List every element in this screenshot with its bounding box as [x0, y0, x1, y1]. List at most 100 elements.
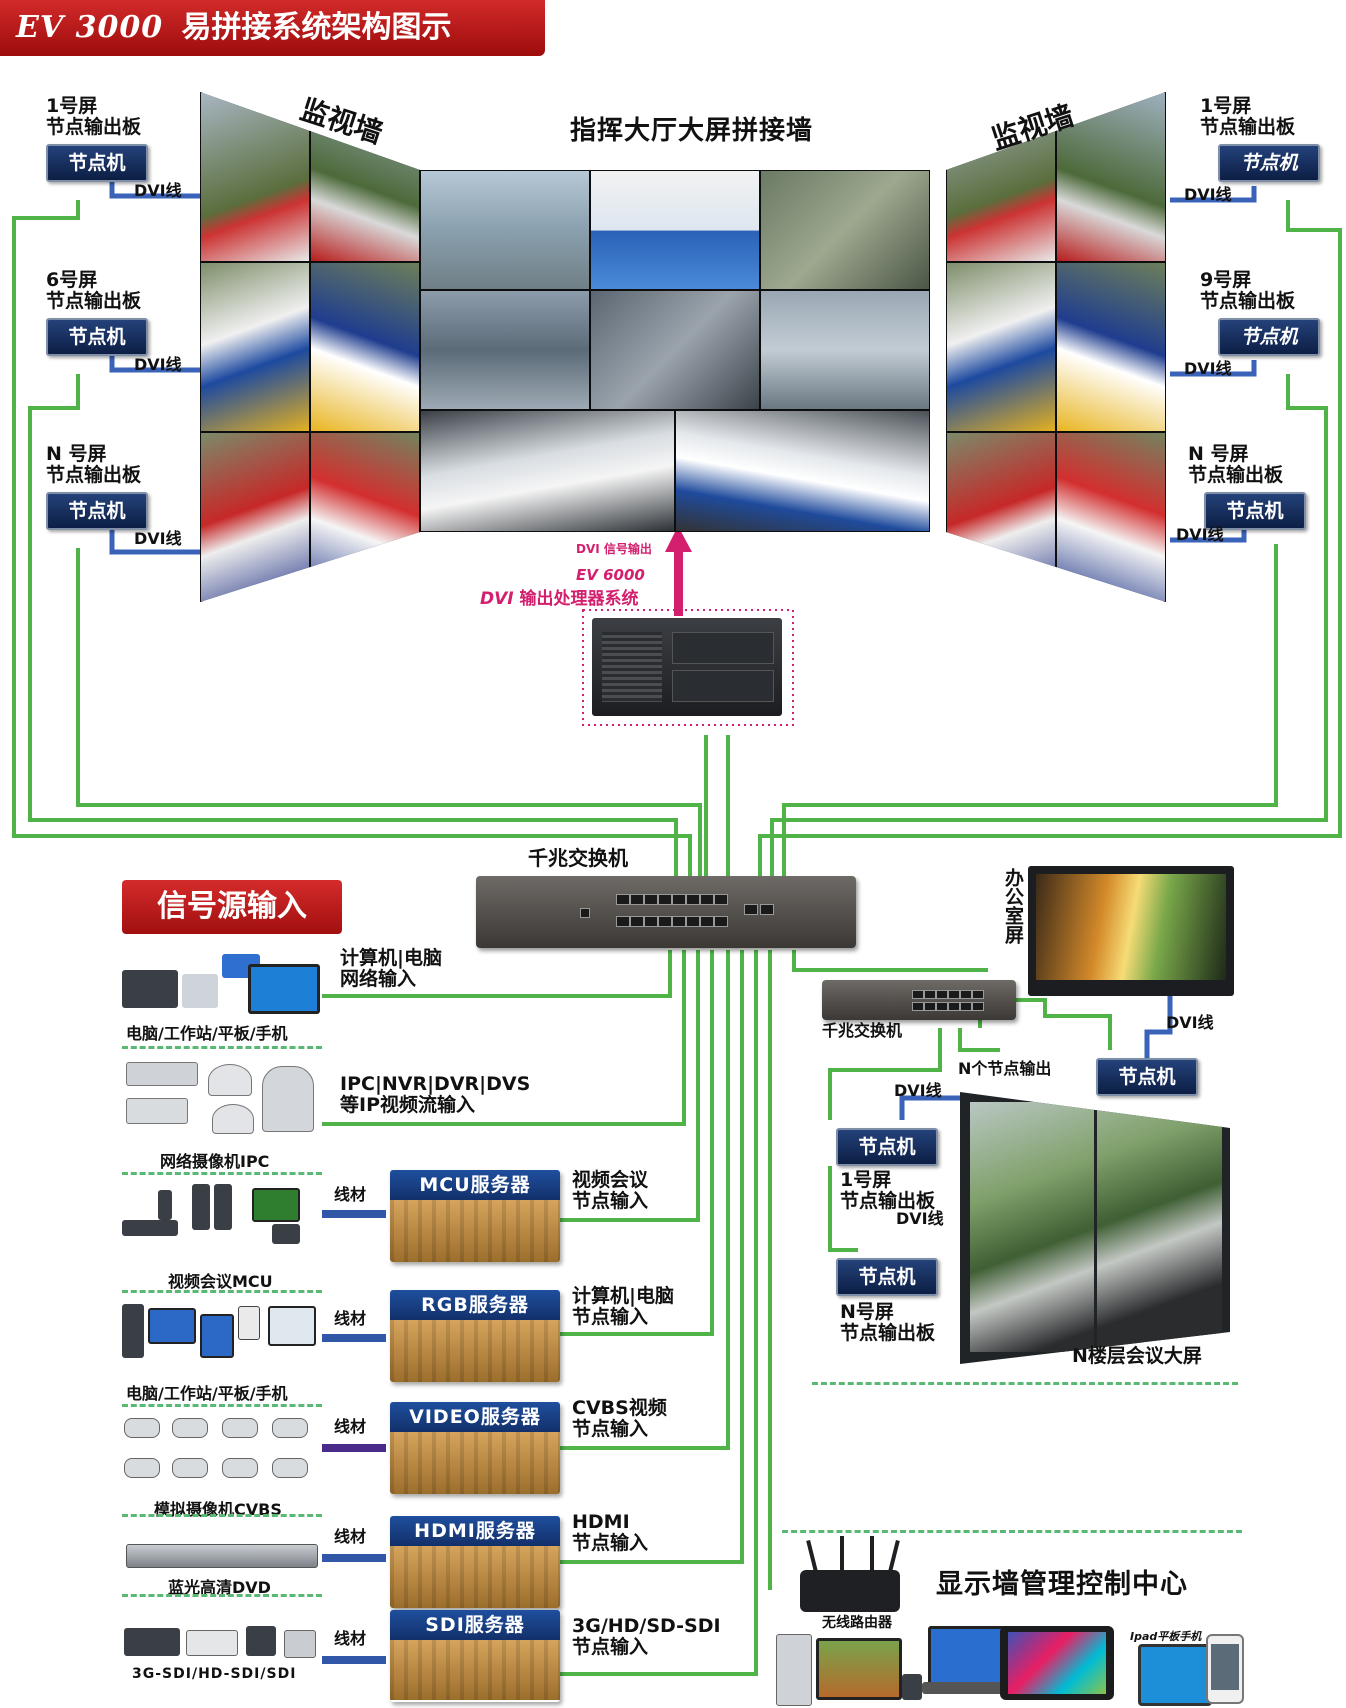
- right-node-3-cable: DVI线: [1176, 526, 1224, 544]
- floor-meeting-wall: [960, 1092, 1230, 1364]
- divider-5: [122, 1514, 322, 1517]
- mcu-input: 视频会议 节点输入: [572, 1170, 648, 1212]
- main-switch-label: 千兆交换机: [528, 848, 628, 869]
- video-cable: [322, 1444, 386, 1452]
- wire-src-9: [794, 950, 988, 970]
- processor-prefix: DVI: [480, 589, 514, 609]
- video-input-2: 节点输入: [572, 1419, 667, 1440]
- office-screen: [1028, 866, 1234, 996]
- rgb-cable-label: 线材: [334, 1310, 366, 1328]
- left-node-1-board: 节点输出板: [46, 117, 148, 138]
- sdi-devices: [122, 1622, 322, 1662]
- hdmi-input-1: HDMI: [572, 1512, 648, 1533]
- mcu-caption: 视频会议MCU: [168, 1268, 273, 1292]
- sub-switch-label: 千兆交换机: [822, 1022, 902, 1040]
- right-node-2-cable: DVI线: [1184, 360, 1232, 378]
- left-node-2-cable: DVI线: [134, 356, 182, 374]
- divider-floor: [812, 1382, 1238, 1385]
- right-node-1-cable: DVI线: [1184, 186, 1232, 204]
- right-node-2-board: 节点输出板: [1200, 291, 1320, 312]
- right-node-2-screen: 9号屏: [1200, 270, 1320, 291]
- source-computers-input: 计算机|电脑 网络输入: [340, 948, 442, 990]
- source-computers-devices: [122, 950, 322, 1014]
- rgb-input: 计算机|电脑 节点输入: [572, 1286, 674, 1328]
- floor-node-n-screen: N号屏: [840, 1302, 935, 1323]
- source-computers-input-1: 计算机|电脑: [340, 948, 442, 969]
- floor-node-n: 节点机: [836, 1258, 938, 1296]
- title-model: EV 3000: [16, 10, 163, 45]
- mcu-server-name: MCU服务器: [390, 1170, 560, 1200]
- right-node-1-board: 节点输出板: [1200, 117, 1320, 138]
- hdmi-server: HDMI服务器: [390, 1516, 560, 1608]
- right-node-1-box: 节点机: [1218, 144, 1320, 182]
- right-node-3-board: 节点输出板: [1188, 465, 1306, 486]
- video-input-1: CVBS视频: [572, 1398, 667, 1419]
- tablet-device: [1000, 1626, 1114, 1700]
- hdmi-server-name: HDMI服务器: [390, 1516, 560, 1546]
- processor-model: EV 6000: [576, 566, 645, 584]
- floor-wall-label: N楼层会议大屏: [1072, 1346, 1202, 1367]
- sdi-server: SDI服务器: [390, 1610, 560, 1702]
- main-wall-title: 指挥大厅大屏拼接墙: [570, 110, 813, 147]
- wire-src-4: [560, 950, 712, 1334]
- office-cable-label: DVI线: [1166, 1014, 1214, 1032]
- hdmi-input-2: 节点输入: [572, 1533, 648, 1554]
- video-input: CVBS视频 节点输入: [572, 1398, 667, 1440]
- mcu-cable-label: 线材: [334, 1186, 366, 1204]
- cvbs-devices: [122, 1414, 322, 1494]
- rgb-input-1: 计算机|电脑: [572, 1286, 674, 1307]
- video-cable-label: 线材: [334, 1418, 366, 1436]
- hdmi-cable-label: 线材: [334, 1528, 366, 1546]
- divider-2: [122, 1172, 322, 1175]
- source-computers-caption: 电脑/工作站/平板/手机: [126, 1020, 288, 1044]
- n-node-output-label: N个节点输出: [958, 1060, 1051, 1078]
- rgb-caption: 电脑/工作站/平板/手机: [126, 1380, 288, 1404]
- floor-node-1-screen: 1号屏: [840, 1170, 935, 1191]
- output-arrow: [665, 526, 692, 616]
- rgb-cable: [322, 1334, 386, 1342]
- left-node-2-screen: 6号屏: [46, 270, 148, 291]
- source-ipc-input-2: 等IP视频流输入: [340, 1095, 530, 1116]
- wire-src-6: [560, 950, 742, 1562]
- left-node-3-board: 节点输出板: [46, 465, 148, 486]
- floor-node-1-labels: 1号屏 节点输出板: [840, 1170, 935, 1212]
- left-node-1-box: 节点机: [46, 144, 148, 182]
- signal-source-banner: 信号源输入: [122, 880, 342, 934]
- sdi-caption: 3G-SDI/HD-SDI/SDI: [132, 1666, 296, 1682]
- rgb-server: RGB服务器: [390, 1290, 560, 1382]
- rgb-devices: [122, 1304, 322, 1364]
- router-label: 无线路由器: [822, 1612, 892, 1632]
- main-command-wall: [420, 170, 930, 532]
- wire-sub-1: [830, 1028, 940, 1120]
- sub-switch: [822, 980, 1016, 1020]
- dvi-floor-1: [902, 1098, 960, 1120]
- video-server: VIDEO服务器: [390, 1402, 560, 1494]
- left-node-1: 1号屏 节点输出板 节点机: [46, 96, 148, 182]
- right-node-1-screen: 1号屏: [1200, 96, 1320, 117]
- title-text: 易拼接系统架构图示: [182, 10, 452, 45]
- ipad-label: Ipad平板手机: [1130, 1628, 1201, 1644]
- right-monitor-wall: [946, 92, 1166, 602]
- processor-name: DVI 输出处理器系统: [480, 584, 639, 609]
- left-node-2-box: 节点机: [46, 318, 148, 356]
- mcu-input-2: 节点输入: [572, 1191, 648, 1212]
- sdi-input-1: 3G/HD/SD-SDI: [572, 1616, 721, 1637]
- floor-node-1: 节点机: [836, 1128, 938, 1166]
- divider-4: [122, 1404, 322, 1407]
- floor-node-n-cable: DVI线: [896, 1210, 944, 1228]
- left-node-3: N 号屏 节点输出板 节点机: [46, 444, 148, 530]
- rgb-input-2: 节点输入: [572, 1307, 674, 1328]
- source-ipc-caption: 网络摄像机IPC: [160, 1148, 269, 1172]
- left-node-3-cable: DVI线: [134, 530, 182, 548]
- right-node-1: 1号屏 节点输出板 节点机: [1200, 96, 1320, 182]
- left-node-1-screen: 1号屏: [46, 96, 148, 117]
- left-node-1-cable: DVI线: [134, 182, 182, 200]
- ipad-device: [1138, 1644, 1212, 1706]
- floor-node-n-board: 节点输出板: [840, 1323, 935, 1344]
- sdi-input: 3G/HD/SD-SDI 节点输入: [572, 1616, 721, 1658]
- left-node-3-box: 节点机: [46, 492, 148, 530]
- left-node-2: 6号屏 节点输出板 节点机: [46, 270, 148, 356]
- divider-6: [122, 1594, 322, 1597]
- source-computers-input-2: 网络输入: [340, 969, 442, 990]
- divider-1: [122, 1046, 322, 1049]
